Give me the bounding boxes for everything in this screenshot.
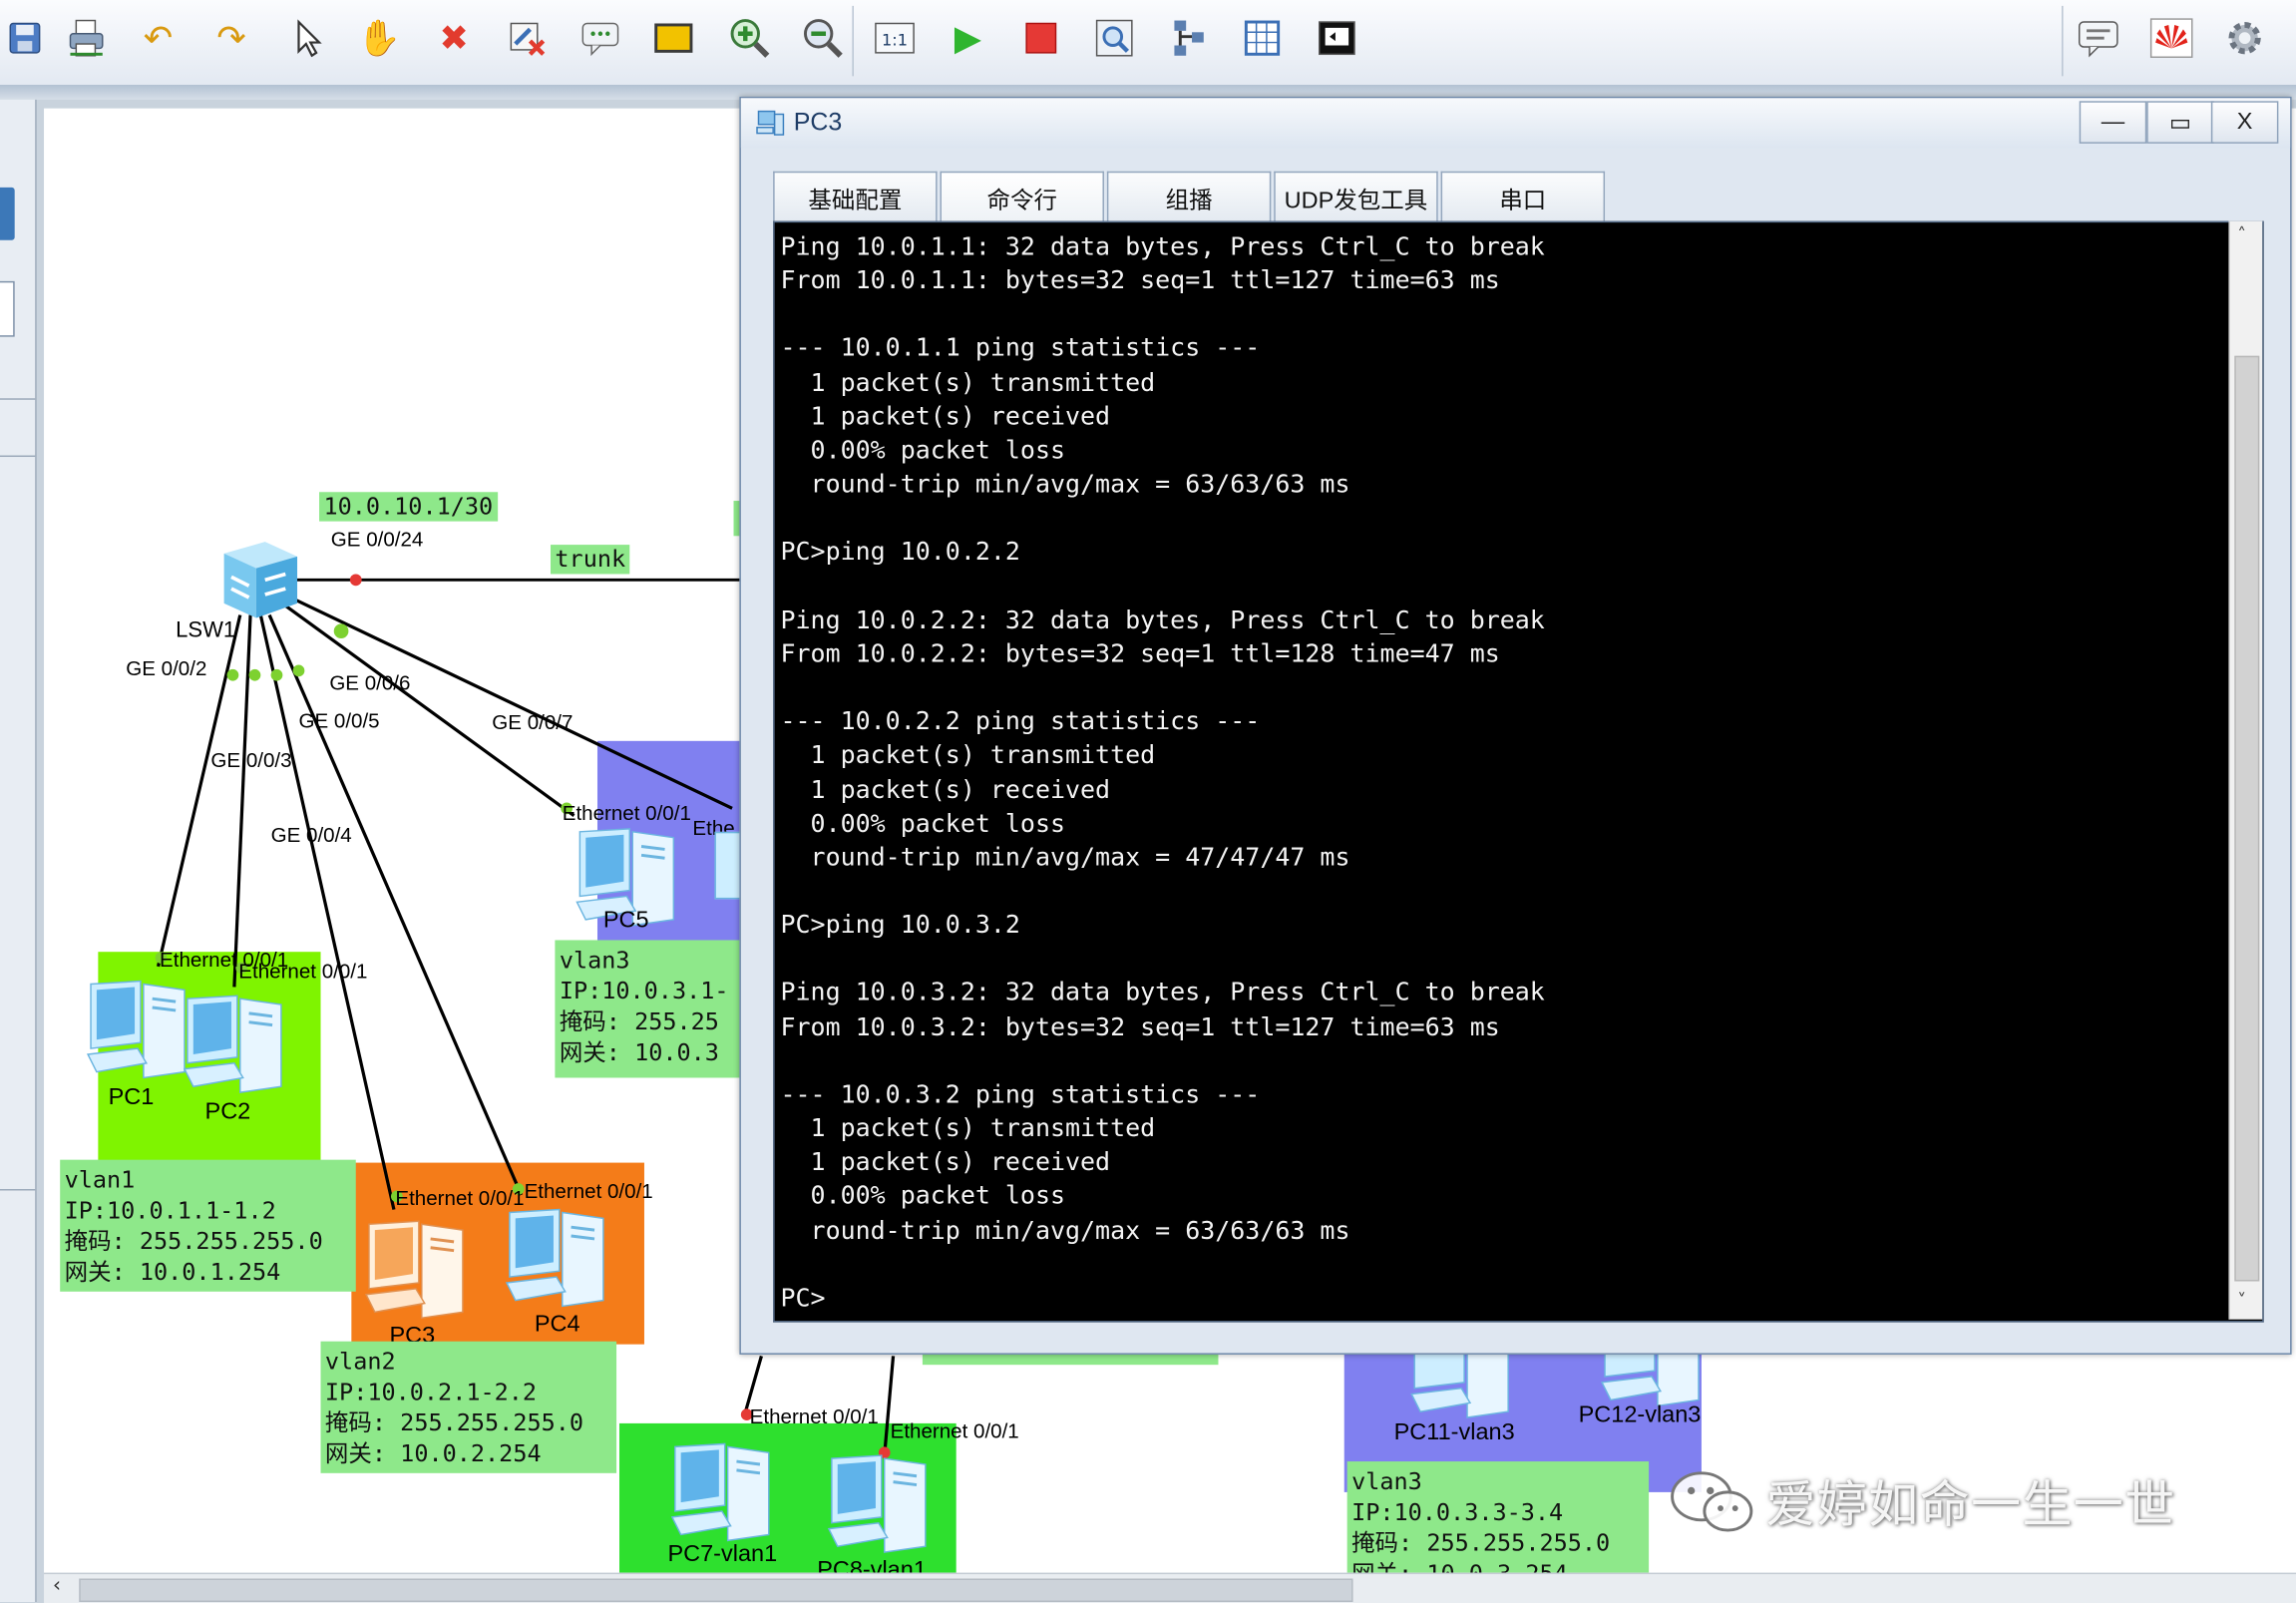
eth-label-pc2: Ethernet 0/0/1 xyxy=(238,959,368,984)
wechat-icon xyxy=(1667,1467,1760,1543)
pc3-window[interactable]: PC3 — ▭ X 基础配置 命令行 组播 UDP发包工具 串口 Ping 10… xyxy=(739,96,2292,1355)
eth-label-pc7: Ethernet 0/0/1 xyxy=(749,1403,879,1428)
tab-basic-config[interactable]: 基础配置 xyxy=(773,171,938,221)
pan-icon[interactable]: ✋ xyxy=(357,17,402,59)
panel-tab[interactable] xyxy=(0,398,36,458)
window-title: PC3 xyxy=(793,108,843,137)
pc5-icon[interactable] xyxy=(572,823,683,935)
tab-command-line[interactable]: 命令行 xyxy=(940,171,1104,221)
maximize-button[interactable]: ▭ xyxy=(2146,101,2214,144)
pc-window-icon xyxy=(756,107,788,145)
pc8-label: PC8-vlan1 xyxy=(817,1557,927,1573)
watermark: 爱婷如命一生一世 xyxy=(1765,1475,2176,1535)
clear-icon[interactable] xyxy=(503,13,553,63)
text-icon[interactable] xyxy=(575,13,625,63)
stop-icon[interactable] xyxy=(1016,13,1066,63)
console-output[interactable]: Ping 10.0.1.1: 32 data bytes, Press Ctrl… xyxy=(780,232,1545,1314)
scroll-left-icon[interactable]: ‹ xyxy=(52,1574,62,1598)
eth-label-pc8: Ethernet 0/0/1 xyxy=(890,1418,1019,1442)
vlan3-info: vlan3 IP:10.0.3.1- 掩码: 255.25 网关: 10.0.3 xyxy=(555,940,746,1078)
pc3-icon[interactable] xyxy=(360,1215,472,1327)
topology-icon[interactable] xyxy=(1164,13,1214,63)
fit-icon[interactable]: 1:1 xyxy=(870,13,920,63)
print-icon[interactable] xyxy=(62,13,112,63)
pc4-label: PC4 xyxy=(534,1312,580,1338)
port-label-ge5: GE 0/0/5 xyxy=(298,708,380,733)
vlan3-info-pc11: vlan3 IP:10.0.3.3-3.4 掩码: 255.255.255.0 … xyxy=(1346,1461,1650,1573)
panel-divider xyxy=(0,1189,36,1191)
chat-icon[interactable] xyxy=(2074,13,2123,63)
start-icon[interactable]: ▶ xyxy=(954,17,981,59)
scroll-up-icon[interactable]: ˄ xyxy=(2237,223,2247,245)
port-label-ge3: GE 0/0/3 xyxy=(210,748,292,772)
tab-udp-tool[interactable]: UDP发包工具 xyxy=(1274,171,1438,221)
eth-label-pc4: Ethernet 0/0/1 xyxy=(524,1178,653,1203)
device-icon[interactable] xyxy=(0,280,15,337)
pc5-label: PC5 xyxy=(602,908,649,934)
port-label-ge7: GE 0/0/7 xyxy=(492,709,574,734)
canvas-hscrollbar[interactable]: ‹ xyxy=(44,1572,2296,1603)
eth-label-pc5: Ethernet 0/0/1 xyxy=(562,801,691,825)
settings-icon[interactable] xyxy=(2220,13,2270,63)
pc2-icon[interactable] xyxy=(179,990,290,1101)
vlan1-info: vlan1 IP:10.0.1.1-1.2 掩码: 255.255.255.0 … xyxy=(60,1159,356,1292)
minimize-button[interactable]: — xyxy=(2079,101,2147,144)
device-icon[interactable] xyxy=(0,187,15,240)
pc8-icon[interactable] xyxy=(823,1449,935,1561)
huawei-icon[interactable] xyxy=(2146,13,2196,63)
switch-name: LSW1 xyxy=(176,617,236,643)
save-icon[interactable] xyxy=(0,13,50,63)
redo-icon[interactable]: ↷ xyxy=(216,17,246,59)
rectangle-icon[interactable] xyxy=(648,13,698,63)
vscroll-thumb[interactable] xyxy=(2234,355,2260,1282)
pc2-label: PC2 xyxy=(204,1099,251,1125)
pc1-icon[interactable] xyxy=(82,976,193,1087)
select-icon[interactable] xyxy=(282,13,332,63)
close-button[interactable]: X xyxy=(2210,101,2279,144)
toolbar-divider xyxy=(0,85,2296,100)
capture-icon[interactable] xyxy=(1089,13,1139,63)
pc11-icon[interactable] xyxy=(1405,1320,1517,1426)
console-vscrollbar[interactable]: ˄ ˅ xyxy=(2228,220,2263,1320)
vlan2-info: vlan2 IP:10.0.2.1-2.2 掩码: 255.255.255.0 … xyxy=(320,1341,617,1473)
pc7-label: PC7-vlan1 xyxy=(667,1541,778,1567)
zoom-out-icon[interactable] xyxy=(798,13,848,63)
pc11-label: PC11-vlan3 xyxy=(1393,1419,1515,1445)
pc4-icon[interactable] xyxy=(501,1204,612,1316)
links-layer xyxy=(155,574,896,1459)
zoom-in-icon[interactable] xyxy=(725,13,775,63)
switch-lsw1-icon[interactable] xyxy=(212,536,303,629)
pc7-icon[interactable] xyxy=(666,1438,778,1550)
window-titlebar[interactable]: PC3 — ▭ X xyxy=(740,98,2291,149)
delete-icon[interactable]: ✖ xyxy=(439,17,469,59)
device-panel[interactable] xyxy=(0,99,37,1603)
tab-multicast[interactable]: 组播 xyxy=(1106,171,1272,221)
toolbar: ↶ ↷ ✋ ✖ 1:1 ▶ xyxy=(0,0,2296,87)
grid-icon[interactable] xyxy=(1238,13,1288,63)
pc12-label: PC12-vlan3 xyxy=(1578,1403,1702,1428)
hscroll-thumb[interactable] xyxy=(79,1578,1353,1603)
eth-label-pc1: Ethernet 0/0/1 xyxy=(160,947,289,972)
undo-icon[interactable]: ↶ xyxy=(143,17,174,59)
scroll-down-icon[interactable]: ˅ xyxy=(2237,1290,2247,1311)
port-label-ge24: GE 0/0/24 xyxy=(330,527,424,551)
port-label-ge4: GE 0/0/4 xyxy=(270,823,352,847)
svg-text:1:1: 1:1 xyxy=(882,31,908,50)
trunk-tag: trunk xyxy=(551,545,630,575)
switch-ip-tag: 10.0.10.1/30 xyxy=(319,492,498,522)
tab-serial[interactable]: 串口 xyxy=(1440,171,1606,221)
eth-label-pc3: Ethernet 0/0/1 xyxy=(395,1186,525,1210)
port-label-ge2: GE 0/0/2 xyxy=(126,655,207,680)
console-icon[interactable] xyxy=(1312,13,1361,63)
pc1-label: PC1 xyxy=(108,1084,155,1110)
port-label-ge6: GE 0/0/6 xyxy=(329,670,411,694)
command-console[interactable]: Ping 10.0.1.1: 32 data bytes, Press Ctrl… xyxy=(773,220,2264,1323)
